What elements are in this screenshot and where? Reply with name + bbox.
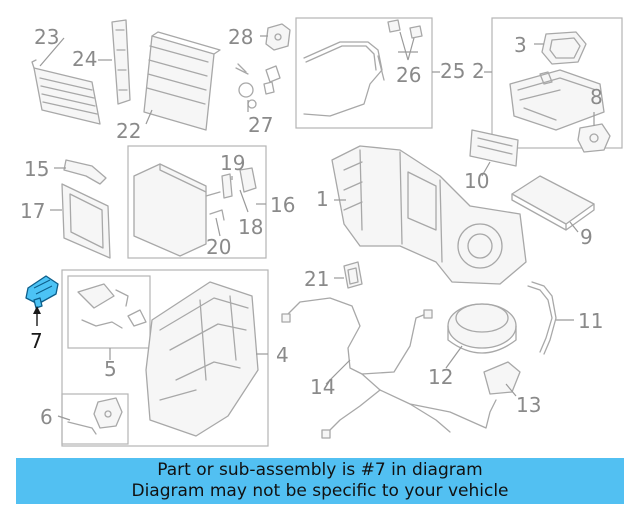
banner-line-1: Part or sub-assembly is #7 in diagram — [157, 460, 483, 480]
callout-3: 3 — [514, 33, 527, 57]
part-3-seal — [541, 31, 587, 65]
callout-12: 12 — [428, 365, 453, 389]
part-9-cabin-filter — [511, 175, 595, 231]
part-7-highlighted — [25, 275, 59, 309]
box-group-25 — [295, 17, 433, 129]
box-group-6 — [61, 393, 129, 445]
part-4-housing-lower — [145, 281, 259, 437]
part-5-linkage — [77, 283, 147, 329]
callout-22: 22 — [116, 119, 141, 143]
part-2-housing-upper — [509, 69, 605, 131]
part-6-actuator — [67, 397, 123, 435]
callout-21: 21 — [304, 267, 329, 291]
banner-line-2: Diagram may not be specific to your vehi… — [131, 481, 509, 501]
callout-7: 7 — [30, 329, 43, 353]
callout-25: 25 — [440, 59, 465, 83]
callout-13: 13 — [516, 393, 541, 417]
part-27-hardware — [235, 63, 281, 109]
callout-23: 23 — [34, 25, 59, 49]
part-15-sensor — [63, 159, 107, 185]
callout-10: 10 — [464, 169, 489, 193]
part-8-actuator — [577, 123, 611, 153]
callout-16: 16 — [270, 193, 295, 217]
callout-4: 4 — [276, 343, 289, 367]
part-17-frame — [61, 183, 111, 259]
part-21-seal — [343, 261, 363, 289]
part-13-resistor — [483, 361, 521, 395]
part-10-gasket — [469, 129, 519, 167]
part-14-wiring-harness — [281, 297, 497, 439]
part-25-refrigerant-lines — [303, 19, 423, 117]
part-24-bracket — [111, 19, 131, 105]
callout-26: 26 — [396, 63, 421, 87]
part-1-hvac-housing — [331, 145, 527, 285]
part-22-evaporator — [143, 31, 221, 131]
info-banner: Part or sub-assembly is #7 in diagram Di… — [16, 458, 624, 504]
box-group-4 — [61, 269, 269, 447]
box-group-2 — [491, 17, 623, 149]
callout-5: 5 — [104, 357, 117, 381]
callout-24: 24 — [72, 47, 97, 71]
part-28-clip — [265, 23, 291, 51]
callout-6: 6 — [40, 405, 53, 429]
parts-diagram: 23 24 22 28 27 26 25 2 3 8 10 9 1 15 17 … — [20, 17, 623, 447]
callout-15: 15 — [24, 157, 49, 181]
callout-14: 14 — [310, 375, 335, 399]
box-group-5 — [67, 275, 151, 349]
part-23-heater-core — [31, 59, 101, 125]
callout-19: 19 — [220, 151, 245, 175]
part-12-blower-motor — [447, 303, 517, 354]
part-16-module — [133, 163, 257, 257]
callout-28: 28 — [228, 25, 253, 49]
callout-27: 27 — [248, 113, 273, 137]
callout-1: 1 — [316, 187, 329, 211]
callout-8: 8 — [590, 85, 603, 109]
callout-11: 11 — [578, 309, 603, 333]
callout-2: 2 — [472, 59, 485, 83]
box-group-16 — [127, 145, 267, 259]
leader-lines — [33, 31, 595, 421]
callout-17: 17 — [20, 199, 45, 223]
callout-9: 9 — [580, 225, 593, 249]
part-11-drain-hose — [527, 281, 557, 355]
callout-20: 20 — [206, 235, 231, 259]
callout-18: 18 — [238, 215, 263, 239]
